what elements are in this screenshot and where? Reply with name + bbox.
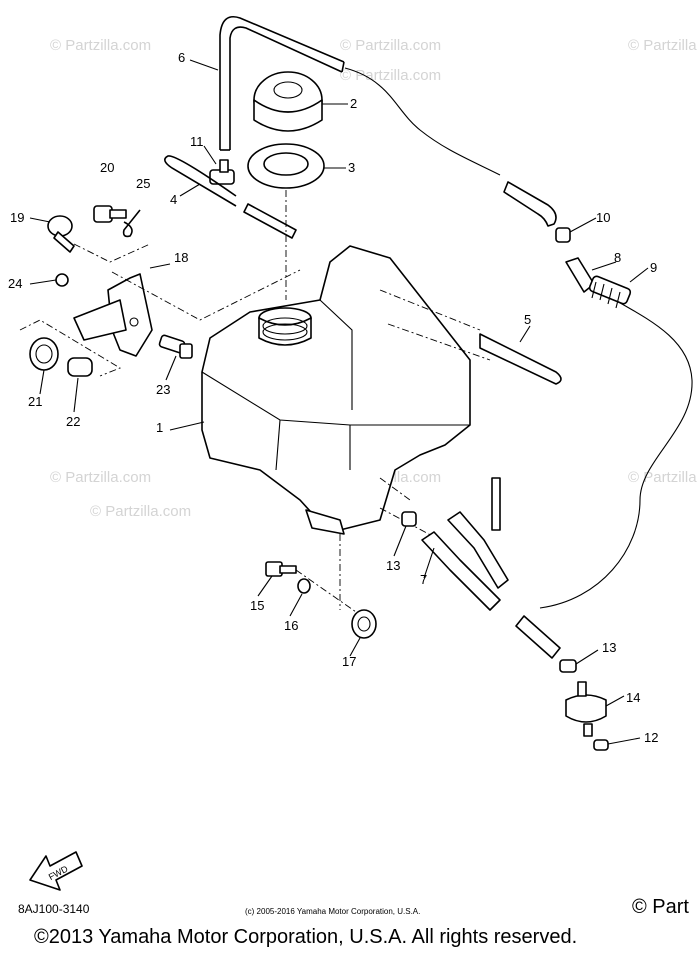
small-copyright: (c) 2005-2016 Yamaha Motor Corporation, … [245,907,421,916]
watermarks: © Partzilla.com © Partzilla.com © Partzi… [50,37,698,520]
part-14-filter [565,681,607,737]
hose-to-filter [515,615,561,659]
part-18-bracket [73,273,153,357]
callout-12: 12 [644,730,658,745]
part-25-clip [122,209,141,238]
part-2-cap [253,71,323,132]
part-1-tank [201,245,471,535]
part-24-nut [55,273,69,287]
callout-5: 5 [524,312,531,327]
watermark-3: © Partzilla.com [628,37,698,54]
callout-16: 16 [284,618,298,633]
part-4-hose [164,155,237,207]
part-21-grommet [29,337,59,371]
leader-19-20 [73,243,151,263]
callout-3: 3 [348,160,355,175]
part-3-gasket [247,143,325,189]
part-16-washer [297,578,311,594]
vertical-hose [491,477,501,531]
part-7-hoses [421,511,509,611]
hose-segment-upper-right [503,181,557,227]
callout-23: 23 [156,382,170,397]
callout-9: 9 [650,260,657,275]
callout-11: 11 [190,134,204,149]
part-5-hose [479,333,562,385]
watermark-4: © Partzilla.com [340,67,441,84]
part-9-spring [588,275,632,309]
overflow-hose-line [344,67,501,176]
callout-labels: 6 2 3 11 4 20 25 19 18 24 21 22 23 1 5 1… [8,50,658,745]
short-hose-center [243,203,297,239]
leader-18 [111,269,301,321]
callout-4: 4 [170,192,177,207]
callout-leaders [29,59,649,745]
part-19-grommet [47,215,75,253]
callout-18: 18 [174,250,188,265]
callout-7: 7 [420,572,427,587]
part-22-collar [67,357,93,377]
callout-10: 10 [596,210,610,225]
part-12-clip [593,739,609,751]
part-13-clip-lower [559,659,577,673]
callout-25: 25 [136,176,150,191]
watermark-1: © Partzilla.com [50,37,151,54]
callout-6: 6 [178,50,185,65]
callout-15: 15 [250,598,264,613]
callout-2: 2 [350,96,357,111]
callout-1: 1 [156,420,163,435]
callout-8: 8 [614,250,621,265]
tank-guide-lines [285,190,491,541]
callout-24: 24 [8,276,22,291]
callout-21: 21 [28,394,42,409]
part-13-clip-upper [401,511,417,527]
fwd-arrow: FWD [29,851,83,891]
watermark-5: © Partzilla.com [50,469,151,486]
part-15-bolt [265,561,297,577]
part-20-bolt [93,205,127,223]
diagram-code: 8AJ100-3140 [18,902,90,916]
corner-watermark: © Part [632,896,689,918]
leader-15-17 [295,534,357,613]
callout-20: 20 [100,160,114,175]
callout-13-upper: 13 [386,558,400,573]
callout-14: 14 [626,690,640,705]
overflow-hose-line-right [539,299,693,609]
part-6-hose [219,16,345,151]
copyright-notice: ©2013 Yamaha Motor Corporation, U.S.A. A… [34,926,578,948]
callout-17: 17 [342,654,356,669]
part-10-clip [555,227,571,243]
part-23-bolt [158,334,193,359]
watermark-2: © Partzilla.com [340,37,441,54]
watermark-8: © Partzilla.com [90,503,191,520]
leader-21-22 [19,319,122,377]
watermark-7: © Partzilla.com [628,469,698,486]
part-11-fitting [209,159,235,185]
callout-13-lower: 13 [602,640,616,655]
callout-22: 22 [66,414,80,429]
callout-19: 19 [10,210,24,225]
part-17-grommet [351,609,377,639]
